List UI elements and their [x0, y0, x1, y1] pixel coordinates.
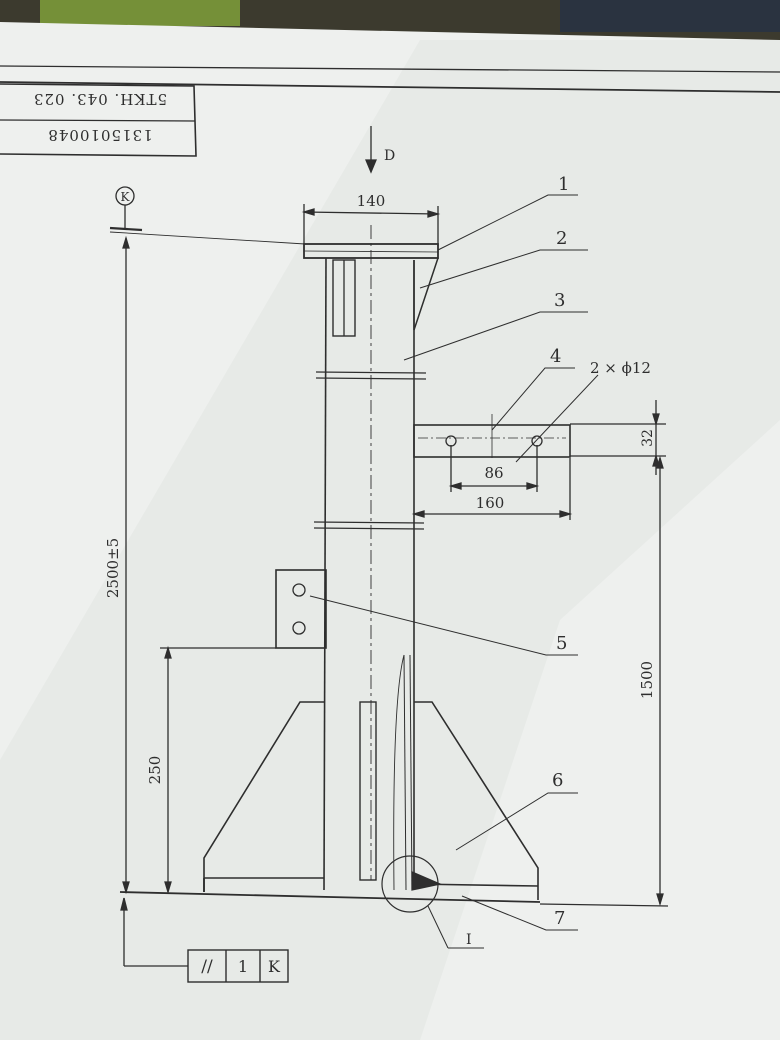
holes-leader: [515, 374, 599, 463]
tolerance-symbol: //: [201, 957, 213, 977]
title-block-row2: 1315010048: [47, 126, 152, 144]
dim-total-height: [122, 235, 130, 895]
dim-plate-height: [570, 400, 666, 475]
part-number-4: 4: [550, 346, 561, 367]
dim-bracket-height-label: 250: [146, 756, 164, 785]
background-object-right: [560, 0, 780, 32]
dim-top-width-label: 140: [357, 192, 386, 210]
title-block: [0, 83, 197, 157]
datum-k-symbol: [109, 186, 306, 245]
direction-label: D: [384, 148, 395, 164]
datum-leader: [120, 897, 188, 967]
holes-label: 2 × ϕ12: [590, 359, 651, 377]
side-bracket: [275, 569, 327, 649]
bracket-hole-bottom: [292, 621, 306, 635]
dim-hole-spacing: [448, 445, 540, 492]
weld-seam: [393, 654, 413, 891]
part-number-1: 1: [558, 174, 569, 195]
dim-plate-length-label: 160: [476, 494, 505, 512]
title-block-row1: 5TKH. 043. 023: [33, 90, 167, 108]
frame-line-top: [0, 81, 780, 93]
tolerance-datum: K: [268, 957, 281, 976]
dim-top-width: [301, 204, 441, 246]
lower-slot: [359, 701, 377, 881]
dim-plate-height-label: 32: [640, 429, 656, 447]
detail-label: I: [466, 932, 472, 948]
bracket-hole-top: [292, 583, 306, 597]
part-number-7: 7: [554, 908, 565, 929]
dim-plate-length: [411, 458, 573, 520]
detail-circle: [381, 855, 439, 913]
background-object: [40, 0, 240, 26]
weld-fillet: [411, 871, 443, 891]
base-flare: [203, 701, 539, 900]
gusset-rib: [413, 257, 439, 331]
direction-arrow: [365, 126, 377, 174]
dim-hole-spacing-label: 86: [484, 464, 503, 482]
datum-k-label: K: [121, 190, 131, 204]
main-column: [323, 257, 415, 891]
paper-fold-shade: [0, 40, 780, 1040]
dim-total-height-label: 2500±5: [104, 538, 122, 598]
part-number-5: 5: [556, 633, 567, 654]
part-number-6: 6: [552, 770, 563, 791]
part-number-2: 2: [556, 228, 567, 249]
dim-bracket-height: [160, 645, 276, 895]
tolerance-value: 1: [238, 957, 248, 976]
break-line-upper: [315, 371, 427, 380]
sheet-border-top: [0, 65, 780, 73]
break-line-lower: [313, 521, 425, 530]
dim-plate-elevation-label: 1500: [638, 661, 656, 699]
tolerance-frame: [187, 949, 289, 983]
base-plate: [119, 878, 541, 903]
dim-plate-elevation: [539, 455, 669, 907]
part-leaders: [309, 194, 588, 931]
part-number-3: 3: [554, 290, 565, 311]
